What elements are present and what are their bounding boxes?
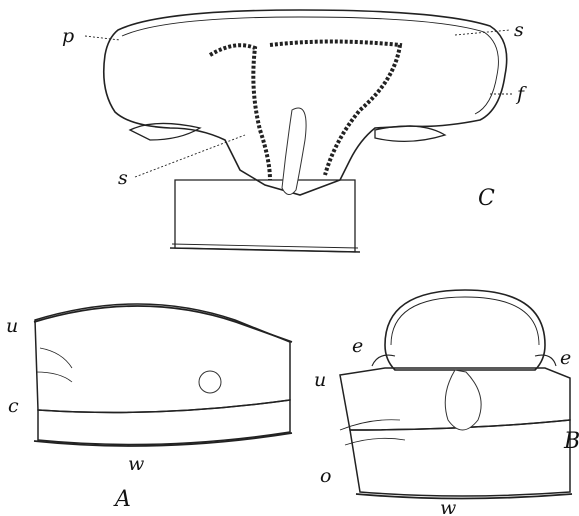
label-b-e-left: e — [352, 335, 363, 357]
caption-a: A — [113, 487, 131, 512]
label-b-e-right: e — [560, 347, 571, 369]
label-p: p — [62, 25, 74, 47]
panel-c: p s f s C — [62, 10, 527, 252]
panel-c-cell-chain-left — [210, 45, 270, 180]
panel-b-cavity — [445, 370, 481, 430]
label-s-upper: s — [514, 19, 524, 41]
label-s-lower: s — [118, 167, 128, 189]
panel-c-cap — [104, 10, 507, 195]
label-a-c: c — [8, 395, 19, 417]
label-b-o: o — [320, 465, 331, 487]
panel-a: u c w A — [6, 304, 292, 512]
caption-b: B — [563, 429, 579, 454]
panel-b-dome — [385, 290, 545, 370]
label-b-u: u — [314, 369, 326, 391]
label-a-w: w — [128, 453, 144, 475]
panel-a-section — [35, 304, 290, 412]
caption-c: C — [478, 186, 495, 211]
label-b-w: w — [440, 497, 456, 516]
panel-a-center-cavity — [199, 371, 221, 393]
panel-c-channel — [282, 108, 306, 195]
panel-b: e e u o w B — [314, 290, 579, 516]
label-f: f — [515, 83, 527, 105]
label-a-u: u — [6, 315, 18, 337]
panel-c-stalk — [175, 180, 355, 252]
